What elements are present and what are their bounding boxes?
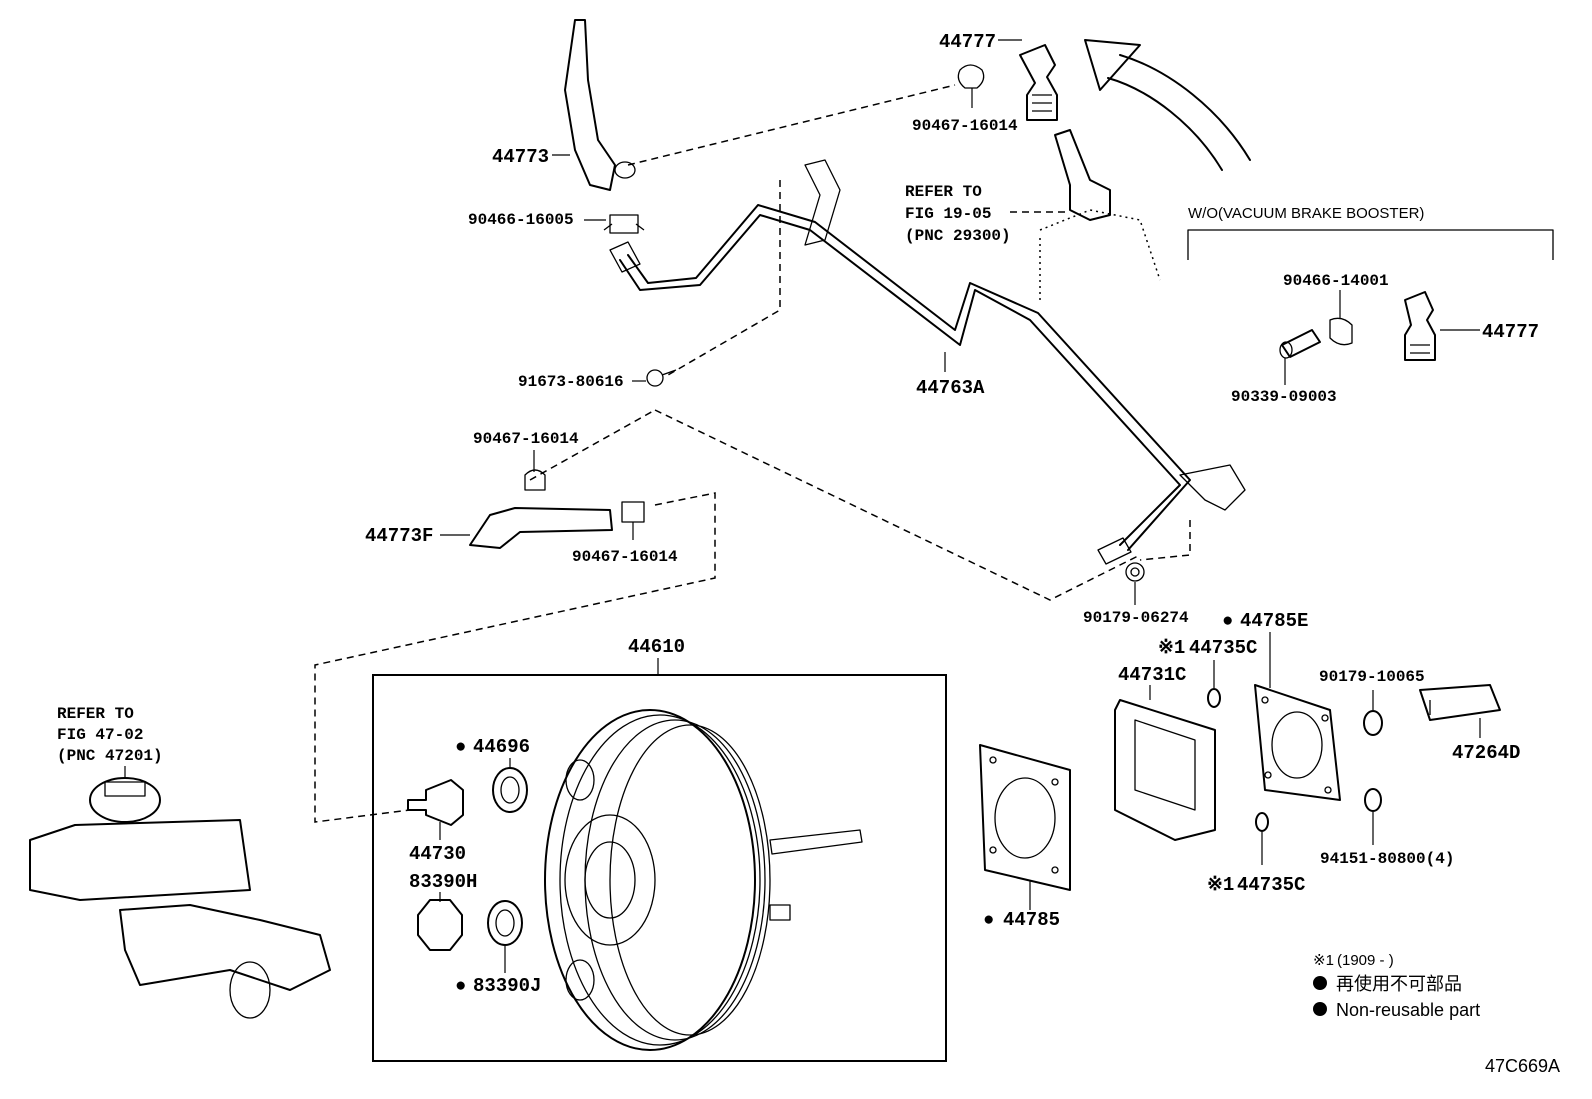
bracket-icon — [804, 159, 841, 246]
label-44785E: 44785E — [1240, 610, 1308, 632]
pipe-44763A[interactable] — [609, 204, 1191, 565]
label-90467-16014-low: 90467-16014 — [572, 548, 678, 566]
check-valve-44777-top[interactable] — [1019, 44, 1058, 121]
clip-90467-16014-mid[interactable] — [524, 469, 546, 491]
curved-arrow-icon — [1084, 39, 1251, 171]
nut-94151-80800[interactable] — [1364, 788, 1382, 812]
variant-box-title: W/O(VACUUM BRAKE BOOSTER) — [1188, 205, 1424, 222]
label-44773: 44773 — [492, 146, 549, 168]
label-44696-dot: ● — [455, 736, 466, 758]
label-44730: 44730 — [409, 843, 466, 865]
nut-90179-06274[interactable] — [1125, 562, 1145, 582]
legend-dot-icon-2 — [1313, 1002, 1327, 1016]
hose-44773[interactable] — [564, 19, 636, 191]
check-valve-44777-right[interactable] — [1404, 291, 1436, 361]
label-44610: 44610 — [628, 636, 685, 658]
label-44735C-bottom: 44735C — [1237, 874, 1305, 896]
spacer-44731C[interactable] — [1114, 699, 1216, 841]
label-90339-09003: 90339-09003 — [1231, 388, 1337, 406]
label-90179-10065: 90179-10065 — [1319, 668, 1425, 686]
legend-non-reusable-jp: 再使用不可部品 — [1336, 974, 1462, 994]
hose-44773F[interactable] — [469, 507, 613, 549]
seal-83390J[interactable] — [487, 900, 523, 946]
label-90467-16014-top: 90467-16014 — [912, 117, 1018, 135]
label-44777-top: 44777 — [939, 31, 996, 53]
refer-fig47-line2: FIG 47-02 — [57, 726, 143, 744]
refer-fig19-line2: FIG 19-05 — [905, 205, 991, 223]
gasket-44785[interactable] — [979, 744, 1071, 891]
seal-44696[interactable] — [492, 767, 528, 813]
refer-fig47-line3: (PNC 47201) — [57, 747, 163, 765]
grommet-83390H[interactable] — [417, 899, 463, 951]
label-44777-right: 44777 — [1482, 321, 1539, 343]
clip-90467-16014-low[interactable] — [621, 501, 645, 540]
label-94151-80800: 94151-80800(4) — [1320, 850, 1454, 868]
label-44735C-top: 44735C — [1189, 637, 1257, 659]
label-90467-16014-mid: 90467-16014 — [473, 430, 579, 448]
label-44696: 44696 — [473, 736, 530, 758]
refer-fig19-line3: (PNC 29300) — [905, 227, 1011, 245]
label-44773F: 44773F — [365, 525, 433, 547]
clip-90466-16005[interactable] — [603, 214, 645, 234]
nut-90179-10065[interactable] — [1363, 710, 1383, 736]
pipe-end-bracket — [1179, 464, 1246, 511]
label-44763A: 44763A — [916, 377, 985, 399]
master-cylinder-reservoir[interactable] — [29, 777, 331, 1019]
label-47264D: 47264D — [1452, 742, 1520, 764]
label-44731C: 44731C — [1118, 664, 1186, 686]
clip-90467-16014-top[interactable] — [957, 64, 985, 108]
clevis-47264D[interactable] — [1419, 684, 1501, 721]
label-90466-14001: 90466-14001 — [1283, 272, 1389, 290]
label-44785-dot: ● — [983, 909, 994, 931]
label-90466-16005: 90466-16005 — [468, 211, 574, 229]
engine-part-reference — [1039, 129, 1161, 300]
vacuum-booster-44610[interactable] — [544, 709, 863, 1051]
clip-90466-14001[interactable] — [1329, 317, 1353, 346]
label-44785: 44785 — [1003, 909, 1060, 931]
refer-fig47-line1: REFER TO — [57, 705, 134, 723]
figure-code: 47C669A — [1485, 1056, 1560, 1076]
legend-dot-icon-1 — [1313, 976, 1327, 990]
label-44785E-dot: ● — [1222, 610, 1233, 632]
label-83390H: 83390H — [409, 871, 477, 893]
label-44735C-bottom-prefix: ※1 — [1207, 874, 1234, 896]
legend-note-mark: ※1 — [1313, 952, 1334, 969]
check-valve-44730[interactable] — [407, 779, 464, 826]
label-83390J-dot: ● — [455, 975, 466, 997]
label-83390J: 83390J — [473, 975, 541, 997]
legend-non-reusable-en: Non-reusable part — [1336, 1000, 1480, 1020]
washer-44735C-top[interactable] — [1207, 688, 1221, 708]
gasket-44785E[interactable] — [1254, 684, 1341, 801]
label-44735C-top-prefix: ※1 — [1158, 637, 1185, 659]
plug-90339-09003[interactable] — [1279, 329, 1321, 359]
washer-44735C-bottom[interactable] — [1255, 812, 1269, 832]
refer-fig19-line1: REFER TO — [905, 183, 982, 201]
variant-box-bracket — [1187, 229, 1554, 260]
booster-assembly-frame[interactable] — [372, 674, 947, 1062]
bolt-91673-80616[interactable] — [646, 369, 677, 387]
label-90179-06274: 90179-06274 — [1083, 609, 1189, 627]
legend-note-range: (1909 - ) — [1337, 952, 1394, 969]
label-91673-80616: 91673-80616 — [518, 373, 624, 391]
